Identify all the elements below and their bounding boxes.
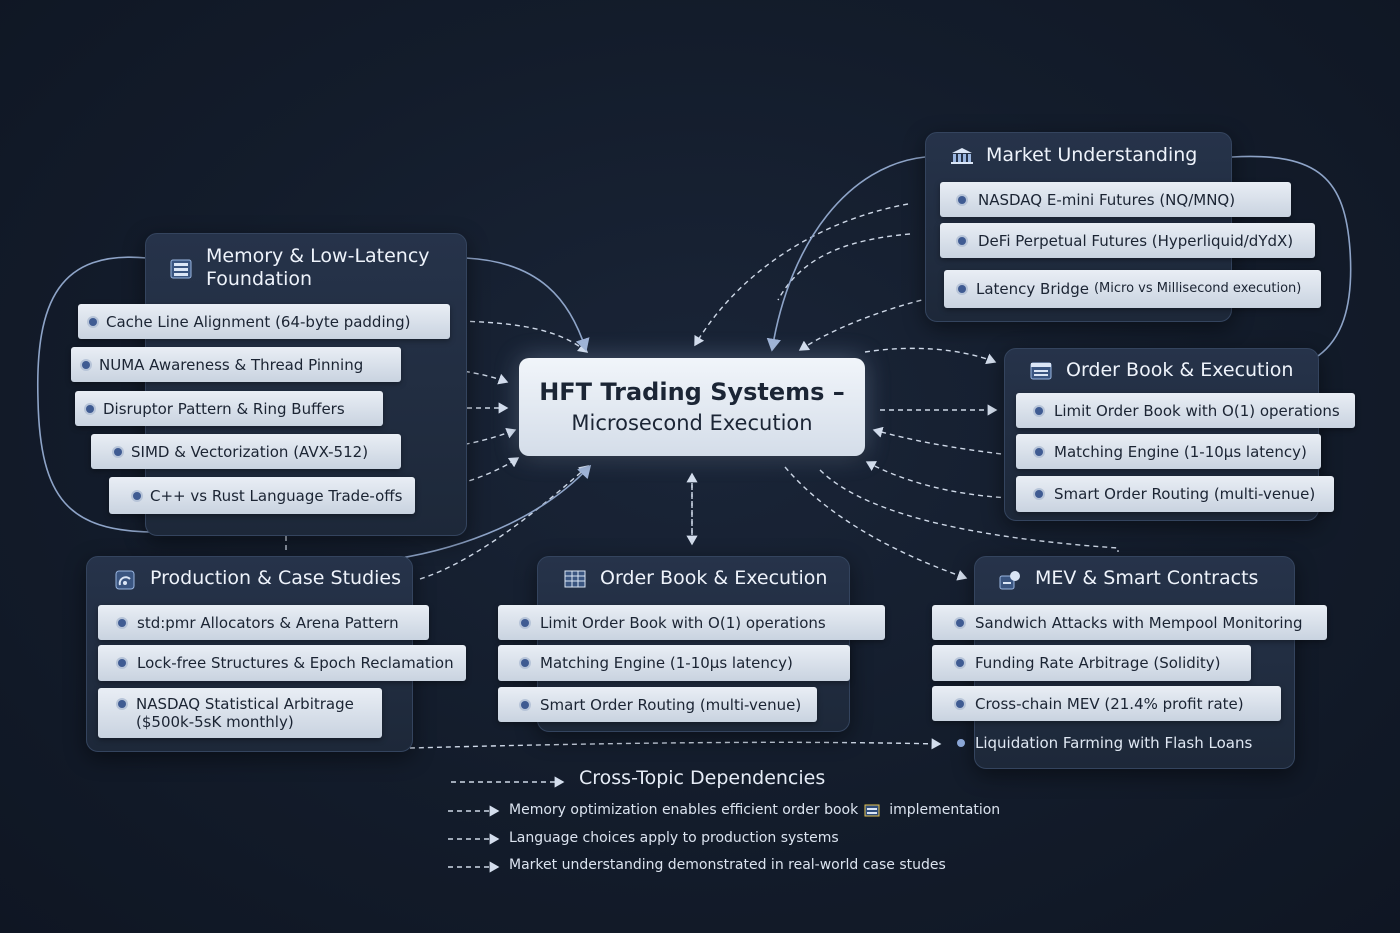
production-panel-title: Production & Case Studies: [114, 567, 401, 590]
bullet-dot: [133, 491, 141, 500]
list-item[interactable]: Cache Line Alignment (64-byte padding): [78, 304, 450, 339]
bullet-dot: [958, 285, 966, 293]
order-book-icon: [864, 803, 880, 817]
list-item[interactable]: Cross-chain MEV (21.4% profit rate): [932, 686, 1281, 721]
bullet-dot: [958, 195, 966, 204]
memory-title-line2: Foundation: [206, 268, 313, 290]
list-item-label: Disruptor Pattern & Ring Buffers: [103, 399, 345, 418]
bullet-dot: [521, 659, 529, 667]
bullet-dot: [956, 618, 964, 627]
list-item-label: Sandwich Attacks with Mempool Monitoring: [975, 613, 1303, 632]
legend-item: Market understanding demonstrated in rea…: [509, 857, 946, 873]
legend-item-label: Memory optimization enables efficient or…: [509, 802, 859, 818]
document-chart-icon: [114, 570, 136, 589]
list-item[interactable]: Funding Rate Arbitrage (Solidity): [932, 645, 1251, 681]
latency-bridge-detail: (Micro vs Millisecond execution): [1093, 281, 1302, 296]
arbitrage-label-line1: NASDAQ Statistical Arbitrage: [136, 695, 354, 713]
list-item-label: Cross-chain MEV (21.4% profit rate): [975, 694, 1244, 713]
list-item[interactable]: NUMA Awareness & Thread Pinning: [71, 347, 401, 382]
bullet-dot: [1035, 406, 1043, 415]
bullet-dot: [114, 447, 122, 456]
list-item[interactable]: Lock-free Structures & Epoch Reclamation: [98, 645, 466, 681]
list-item-label: Limit Order Book with O(1) operations: [540, 613, 826, 632]
list-item-label: Lock-free Structures & Epoch Reclamation: [137, 654, 454, 672]
list-item[interactable]: Limit Order Book with O(1) operations: [1016, 393, 1355, 428]
bullet-dot: [957, 739, 965, 747]
list-item[interactable]: Disruptor Pattern & Ring Buffers: [75, 391, 383, 426]
central-title-line1: HFT Trading Systems –: [539, 378, 845, 406]
mev-title: MEV & Smart Contracts: [1035, 567, 1259, 589]
list-item-label: Funding Rate Arbitrage (Solidity): [975, 654, 1221, 672]
bullet-dot: [521, 618, 529, 627]
list-item-label: Cache Line Alignment (64-byte padding): [106, 312, 411, 331]
arbitrage-label-line2: ($500k-5sK monthly): [136, 713, 294, 731]
mev-panel-title: MEV & Smart Contracts: [999, 567, 1258, 590]
list-item[interactable]: Smart Order Routing (multi-venue): [1016, 476, 1334, 512]
memory-panel-title: Memory & Low-Latency Foundation: [170, 245, 430, 291]
order-book-icon: [1030, 362, 1052, 380]
list-item-label: DeFi Perpetual Futures (Hyperliquid/dYdX…: [978, 231, 1294, 250]
market-title: Market Understanding: [986, 144, 1198, 166]
bullet-dot: [89, 317, 97, 326]
server-rack-icon: [170, 259, 192, 279]
list-item[interactable]: Limit Order Book with O(1) operations: [498, 605, 885, 640]
orderbook-right-title-text: Order Book & Execution: [1066, 359, 1294, 381]
bullet-dot: [1035, 447, 1043, 456]
bullet-dot: [521, 700, 529, 709]
bullet-dot: [1035, 490, 1043, 498]
production-title: Production & Case Studies: [150, 567, 401, 589]
bullet-dot: [118, 618, 126, 627]
list-item-label: Smart Order Routing (multi-venue): [1054, 485, 1316, 503]
legend-item-label: Market understanding demonstrated in rea…: [509, 857, 946, 873]
orderbook-right-title: Order Book & Execution: [1030, 359, 1293, 382]
list-item-label: Smart Order Routing (multi-venue): [540, 695, 802, 714]
bullet-dot: [82, 360, 90, 369]
orderbook-center-title-text: Order Book & Execution: [600, 567, 828, 589]
exchange-building-icon: [950, 147, 973, 165]
market-panel-title: Market Understanding: [950, 144, 1197, 167]
bullet-dot: [956, 659, 964, 667]
list-item-label: Matching Engine (1-10μs latency): [540, 654, 793, 672]
bullet-dot: [86, 404, 94, 413]
list-item[interactable]: C++ vs Rust Language Trade-offs: [109, 477, 415, 514]
legend-item-label: Language choices apply to production sys…: [509, 830, 839, 846]
list-item-label: NASDAQ E-mini Futures (NQ/MNQ): [978, 190, 1236, 209]
list-item[interactable]: Matching Engine (1-10μs latency): [1016, 434, 1321, 469]
list-item-label: Limit Order Book with O(1) operations: [1054, 401, 1340, 420]
list-item-label: Matching Engine (1-10μs latency): [1054, 442, 1307, 461]
list-item-label: SIMD & Vectorization (AVX-512): [131, 442, 369, 461]
list-item-label: Liquidation Farming with Flash Loans: [975, 734, 1253, 752]
memory-title-line1: Memory & Low-Latency: [206, 245, 430, 267]
central-title-line2: Microsecond Execution: [571, 411, 813, 435]
list-item[interactable]: SIMD & Vectorization (AVX-512): [91, 434, 401, 469]
legend-item-label-cont: implementation: [889, 802, 1001, 818]
latency-bridge-label: Latency Bridge: [976, 280, 1089, 298]
legend-title: Cross-Topic Dependencies: [579, 767, 826, 789]
list-item[interactable]: Latency Bridge (Micro vs Millisecond exec…: [944, 270, 1321, 308]
bullet-dot: [958, 236, 966, 245]
list-item-label: std:pmr Allocators & Arena Pattern: [137, 613, 399, 632]
list-item-label: C++ vs Rust Language Trade-offs: [150, 486, 403, 505]
list-item[interactable]: Smart Order Routing (multi-venue): [498, 687, 817, 722]
central-topic-node[interactable]: HFT Trading Systems – Microsecond Execut…: [519, 358, 865, 456]
list-item-label: NUMA Awareness & Thread Pinning: [99, 355, 364, 374]
legend-item: Memory optimization enables efficient or…: [509, 802, 1000, 818]
list-item[interactable]: Liquidation Farming with Flash Loans: [946, 728, 1276, 758]
table-grid-icon: [564, 570, 586, 588]
list-item[interactable]: Matching Engine (1-10μs latency): [498, 645, 850, 681]
list-item[interactable]: std:pmr Allocators & Arena Pattern: [98, 605, 429, 640]
list-item[interactable]: NASDAQ Statistical Arbitrage($500k-5sK m…: [98, 688, 382, 738]
contract-node-icon: [999, 570, 1021, 589]
list-item[interactable]: Sandwich Attacks with Mempool Monitoring: [932, 605, 1327, 640]
list-item[interactable]: DeFi Perpetual Futures (Hyperliquid/dYdX…: [940, 223, 1315, 258]
orderbook-center-title: Order Book & Execution: [564, 567, 827, 590]
bullet-dot: [956, 699, 964, 708]
legend-item: Language choices apply to production sys…: [509, 830, 839, 846]
list-item[interactable]: NASDAQ E-mini Futures (NQ/MNQ): [940, 182, 1291, 217]
bullet-dot: [118, 700, 126, 708]
bullet-dot: [118, 659, 126, 667]
